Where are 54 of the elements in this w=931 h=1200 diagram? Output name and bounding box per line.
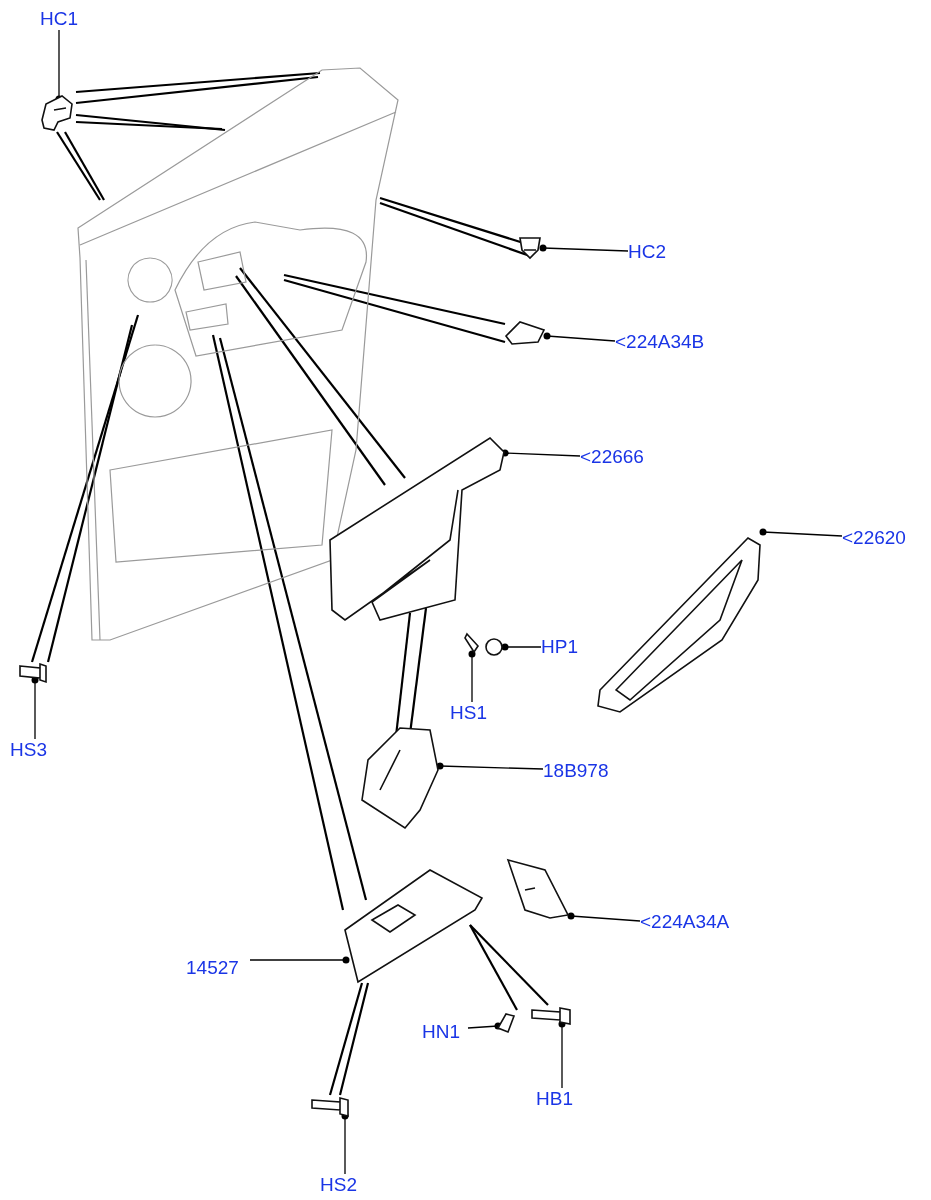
installation-line (46, 324, 134, 663)
part-number: HC1 (40, 8, 78, 30)
plug-drawing (483, 636, 505, 658)
part-number: HS2 (320, 1174, 357, 1196)
installation-line (328, 982, 364, 1096)
installation-line (56, 131, 101, 201)
installation-line (469, 924, 518, 1011)
screw-drawing (310, 1095, 352, 1117)
clip-drawing (38, 92, 76, 132)
clip-drawing (503, 318, 547, 346)
installation-line (30, 314, 140, 663)
part-number: HN1 (422, 1021, 460, 1043)
installation-line (239, 267, 406, 479)
part-number: HP1 (541, 636, 578, 658)
leader-line (341, 1112, 349, 1175)
installation-line (211, 334, 345, 911)
leader-line (759, 528, 843, 537)
bolt-drawing (530, 1005, 574, 1027)
switch-panel-drawing (343, 868, 483, 983)
leader-line (436, 762, 544, 770)
door-trim-panel-drawing (77, 64, 402, 644)
part-number: <22620 (842, 527, 906, 549)
installation-line (283, 273, 506, 326)
leader-line (249, 956, 350, 964)
part-number: HS3 (10, 739, 47, 761)
installation-line (75, 120, 223, 131)
leader-line (468, 650, 476, 703)
screw-drawing (464, 630, 482, 654)
part-number: HB1 (536, 1088, 573, 1110)
leader-line (31, 676, 39, 740)
leader-line (467, 1022, 502, 1030)
leader-line (567, 912, 641, 922)
part-number: <22666 (580, 446, 644, 468)
installation-line (75, 113, 226, 132)
part-number: HS1 (450, 702, 487, 724)
leader-line (501, 449, 581, 457)
installation-line (75, 75, 319, 105)
part-number: 14527 (186, 957, 239, 979)
installation-line (469, 924, 549, 1006)
leader-line (539, 244, 629, 252)
leader-line (501, 643, 542, 651)
installation-line (75, 71, 321, 94)
installation-line (338, 982, 370, 1096)
part-number: <224A34A (640, 911, 730, 933)
installation-line (218, 337, 368, 901)
installation-line (235, 275, 386, 486)
installation-line (64, 131, 105, 201)
leader-line (558, 1020, 566, 1089)
part-number: 18B978 (543, 760, 609, 782)
leader-line (543, 332, 616, 342)
screw-drawing (18, 662, 48, 684)
part-number: <224A34B (615, 331, 705, 353)
installation-line (283, 278, 506, 344)
part-number: HC2 (628, 241, 666, 263)
